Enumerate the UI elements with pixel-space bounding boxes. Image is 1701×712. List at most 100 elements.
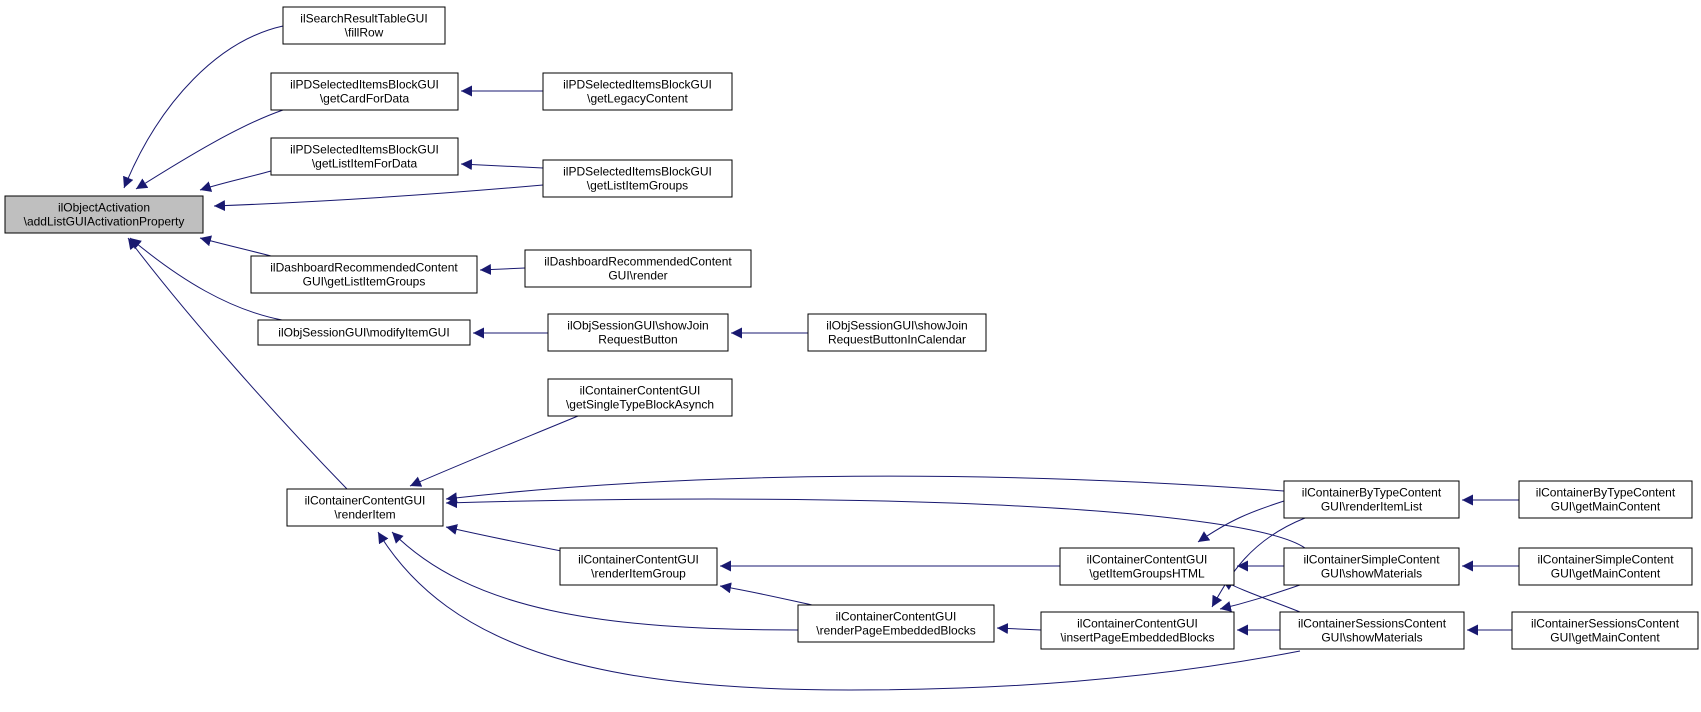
node-box <box>1040 611 1235 650</box>
node-n6[interactable]: ilDashboardRecommendedContentGUI\getList… <box>250 255 478 294</box>
node-label-line: ilObjSessionGUI\modifyItemGUI <box>278 326 449 340</box>
node-label-line: ilContainerByTypeContent <box>1302 486 1442 500</box>
edge-n19-to-n12 <box>391 531 799 631</box>
node-box <box>542 159 733 198</box>
node-label-line: ilContainerByTypeContent <box>1536 486 1676 500</box>
edge-n16-to-n20 <box>1219 584 1301 612</box>
node-box <box>1511 611 1699 650</box>
node-box <box>4 195 204 234</box>
node-n12[interactable]: ilContainerContentGUI\renderItem <box>286 488 444 527</box>
node-n2[interactable]: ilPDSelectedItemsBlockGUI\getCardForData <box>270 72 459 111</box>
node-n5[interactable]: ilPDSelectedItemsBlockGUI\getListItemGro… <box>542 159 733 198</box>
node-box <box>1059 547 1235 586</box>
node-label-line: RequestButtonInCalendar <box>828 333 966 347</box>
node-box <box>797 604 995 643</box>
edge-n7-to-n6 <box>479 264 526 276</box>
node-n10[interactable]: ilObjSessionGUI\showJoinRequestButtonInC… <box>807 313 987 352</box>
node-label-line: \addListGUIActivationProperty <box>24 215 185 229</box>
node-label-line: ilContainerSimpleContent <box>1303 553 1440 567</box>
node-box <box>286 488 444 527</box>
node-n21[interactable]: ilContainerSessionsContentGUI\showMateri… <box>1279 611 1465 650</box>
node-label-line: ilContainerContentGUI <box>1087 553 1208 567</box>
node-label-line: \getItemGroupsHTML <box>1089 567 1205 581</box>
node-box <box>542 72 733 111</box>
node-label-line: ilPDSelectedItemsBlockGUI <box>563 165 712 179</box>
node-label-line: \fillRow <box>345 26 384 40</box>
edge-n1-to-n0 <box>123 25 284 189</box>
node-n15[interactable]: ilContainerContentGUI\getItemGroupsHTML <box>1059 547 1235 586</box>
node-label-line: GUI\renderItemList <box>1321 500 1423 514</box>
edge-n4-to-n0 <box>199 170 272 192</box>
node-label-line: ilContainerContentGUI <box>580 384 701 398</box>
node-label-line: \getLegacyContent <box>587 92 688 106</box>
edge-n20-to-n19 <box>996 623 1042 634</box>
edge-n5-to-n4 <box>460 159 544 171</box>
edge-n13-to-n15 <box>1197 500 1285 543</box>
node-box <box>524 249 752 288</box>
edge-n12-to-n0 <box>127 237 348 490</box>
node-n19[interactable]: ilContainerContentGUI\renderPageEmbedded… <box>797 604 995 643</box>
node-label-line: ilContainerSessionsContent <box>1298 617 1447 631</box>
nodes-layer: ilObjectActivation\addListGUIActivationP… <box>4 6 1699 650</box>
node-label-line: ilPDSelectedItemsBlockGUI <box>563 78 712 92</box>
node-box <box>1283 480 1460 519</box>
node-label-line: ilContainerContentGUI <box>305 494 426 508</box>
node-n8[interactable]: ilObjSessionGUI\modifyItemGUI <box>257 319 471 346</box>
node-label-line: \insertPageEmbeddedBlocks <box>1060 631 1214 645</box>
edge-n18-to-n12 <box>445 524 573 554</box>
node-label-line: ilObjSessionGUI\showJoin <box>826 319 967 333</box>
node-label-line: ilObjectActivation <box>58 201 150 215</box>
node-label-line: ilPDSelectedItemsBlockGUI <box>290 143 439 157</box>
node-box <box>547 313 729 352</box>
node-label-line: ilContainerContentGUI <box>1077 617 1198 631</box>
node-label-line: ilPDSelectedItemsBlockGUI <box>290 78 439 92</box>
node-box <box>1518 547 1693 586</box>
node-label-line: GUI\getListItemGroups <box>303 275 426 289</box>
node-n1[interactable]: ilSearchResultTableGUI\fillRow <box>282 6 446 45</box>
node-n20[interactable]: ilContainerContentGUI\insertPageEmbedded… <box>1040 611 1235 650</box>
node-n22[interactable]: ilContainerSessionsContentGUI\getMainCon… <box>1511 611 1699 650</box>
node-box <box>807 313 987 352</box>
node-n4[interactable]: ilPDSelectedItemsBlockGUI\getListItemFor… <box>270 137 459 176</box>
edge-n19-to-n18 <box>719 582 813 606</box>
node-box <box>547 378 733 417</box>
edge-n21-to-n12 <box>377 531 1301 691</box>
node-label-line: ilContainerContentGUI <box>578 553 699 567</box>
node-label-line: GUI\render <box>608 269 667 283</box>
node-label-line: \getListItemForData <box>312 157 418 171</box>
edges-layer <box>123 25 1519 691</box>
edge-n5-to-n0 <box>213 184 544 212</box>
node-box <box>270 72 459 111</box>
node-n14[interactable]: ilContainerByTypeContentGUI\getMainConte… <box>1518 480 1693 519</box>
node-n0[interactable]: ilObjectActivation\addListGUIActivationP… <box>4 195 204 234</box>
node-n11[interactable]: ilContainerContentGUI\getSingleTypeBlock… <box>547 378 733 417</box>
node-label-line: RequestButton <box>598 333 677 347</box>
node-box <box>270 137 459 176</box>
node-n16[interactable]: ilContainerSimpleContentGUI\showMaterial… <box>1283 547 1460 586</box>
node-label-line: GUI\getMainContent <box>1551 567 1661 581</box>
node-label-line: ilObjSessionGUI\showJoin <box>567 319 708 333</box>
node-label-line: \renderPageEmbeddedBlocks <box>816 624 975 638</box>
node-box <box>1283 547 1460 586</box>
edge-n2-to-n0 <box>135 109 284 190</box>
node-n13[interactable]: ilContainerByTypeContentGUI\renderItemLi… <box>1283 480 1460 519</box>
node-box <box>559 547 718 586</box>
edge-n8-to-n0 <box>129 237 283 321</box>
node-label-line: \getSingleTypeBlockAsynch <box>566 398 714 412</box>
node-label-line: ilSearchResultTableGUI <box>300 12 427 26</box>
node-box <box>250 255 478 294</box>
node-label-line: ilDashboardRecommendedContent <box>270 261 458 275</box>
node-label-line: ilContainerContentGUI <box>836 610 957 624</box>
node-box <box>1518 480 1693 519</box>
node-n17[interactable]: ilContainerSimpleContentGUI\getMainConte… <box>1518 547 1693 586</box>
node-label-line: ilDashboardRecommendedContent <box>544 255 732 269</box>
node-label-line: GUI\showMaterials <box>1321 567 1422 581</box>
node-n18[interactable]: ilContainerContentGUI\renderItemGroup <box>559 547 718 586</box>
edge-n13-to-n12 <box>445 475 1285 504</box>
node-label-line: ilContainerSessionsContent <box>1531 617 1680 631</box>
node-n3[interactable]: ilPDSelectedItemsBlockGUI\getLegacyConte… <box>542 72 733 111</box>
